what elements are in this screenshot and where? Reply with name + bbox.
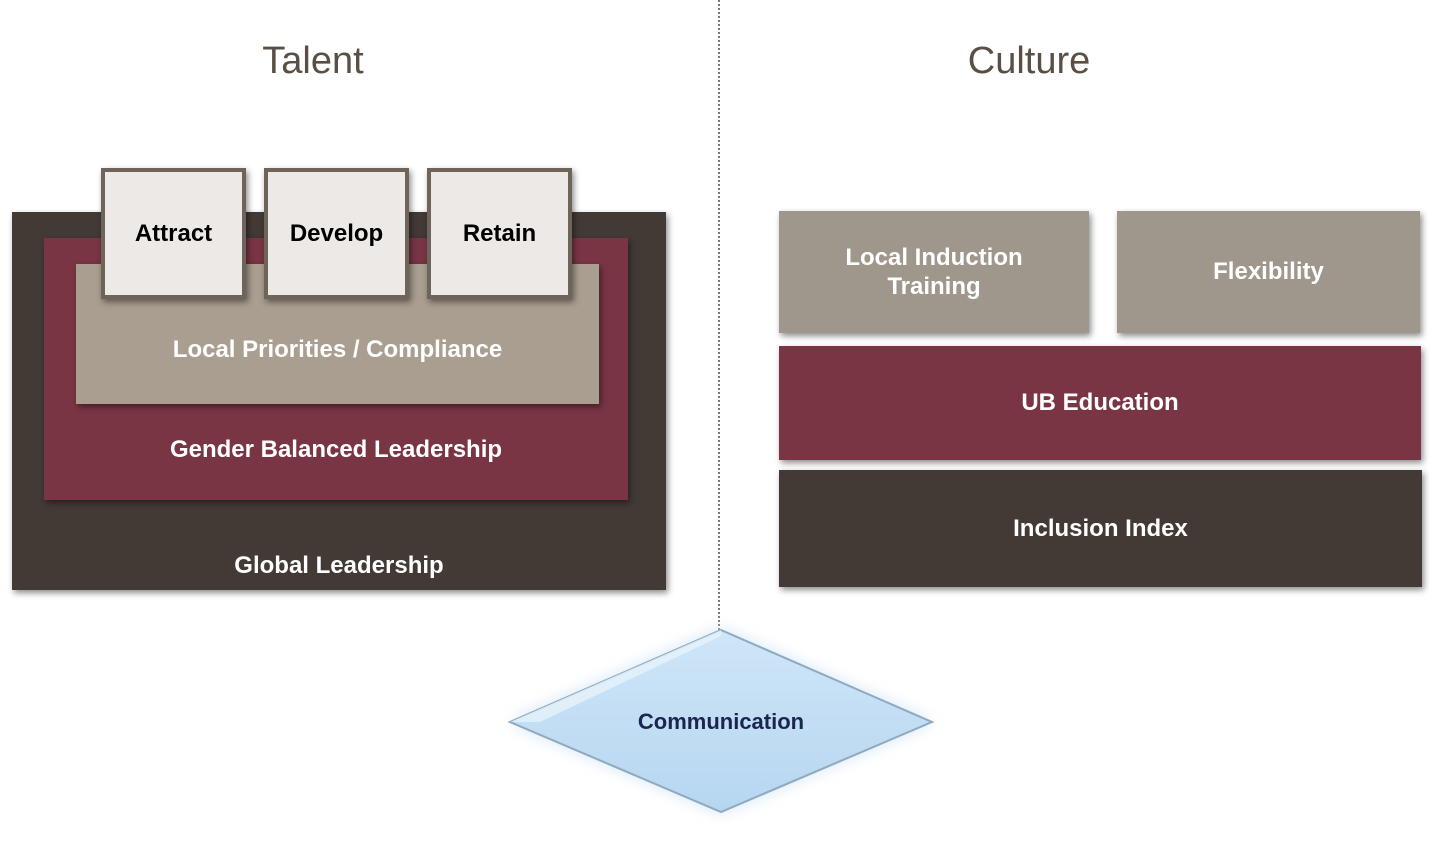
- gender-balanced-leadership-label: Gender Balanced Leadership: [169, 436, 503, 463]
- local-induction-training-block: Local Induction Training: [779, 211, 1089, 333]
- local-priorities-label: Local Priorities / Compliance: [172, 336, 503, 363]
- ub-education-block: UB Education: [779, 346, 1421, 460]
- talent-title: Talent: [262, 40, 364, 82]
- center-divider: [718, 0, 720, 630]
- culture-title: Culture: [967, 40, 1091, 82]
- inclusion-index-block: Inclusion Index: [779, 470, 1422, 587]
- global-leadership-label: Global Leadership: [234, 552, 444, 579]
- attract-tile: Attract: [101, 168, 246, 299]
- communication-label: Communication: [637, 709, 805, 734]
- flexibility-block: Flexibility: [1117, 211, 1420, 333]
- communication-diamond: [507, 628, 935, 814]
- retain-tile: Retain: [427, 168, 572, 299]
- develop-tile: Develop: [264, 168, 409, 299]
